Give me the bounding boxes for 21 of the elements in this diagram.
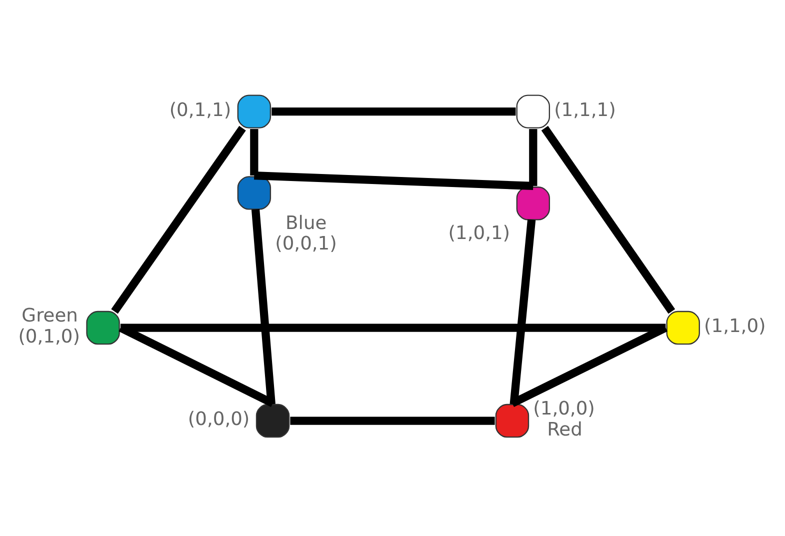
node-label: Red	[547, 419, 582, 440]
node-label: (1,0,1)	[448, 222, 510, 244]
connector	[254, 170, 534, 190]
connector	[529, 128, 538, 186]
connector	[250, 128, 258, 175]
node-label: Green	[22, 305, 78, 326]
node-label: Blue	[286, 212, 327, 234]
node-label: (0,1,1)	[169, 99, 232, 120]
connector	[111, 125, 246, 314]
node-label: (1,1,1)	[554, 99, 616, 120]
node-label: (1,1,0)	[704, 316, 766, 337]
connector	[510, 218, 536, 404]
connector	[120, 323, 666, 332]
node-label: (0,0,0)	[188, 408, 250, 430]
connector	[290, 416, 495, 424]
connector	[541, 125, 676, 314]
connector	[251, 208, 276, 404]
node-label: (1,0,0)	[533, 398, 595, 420]
connector	[272, 107, 516, 116]
node-label: (0,1,0)	[18, 326, 80, 348]
node-label: (0,0,1)	[275, 233, 337, 254]
